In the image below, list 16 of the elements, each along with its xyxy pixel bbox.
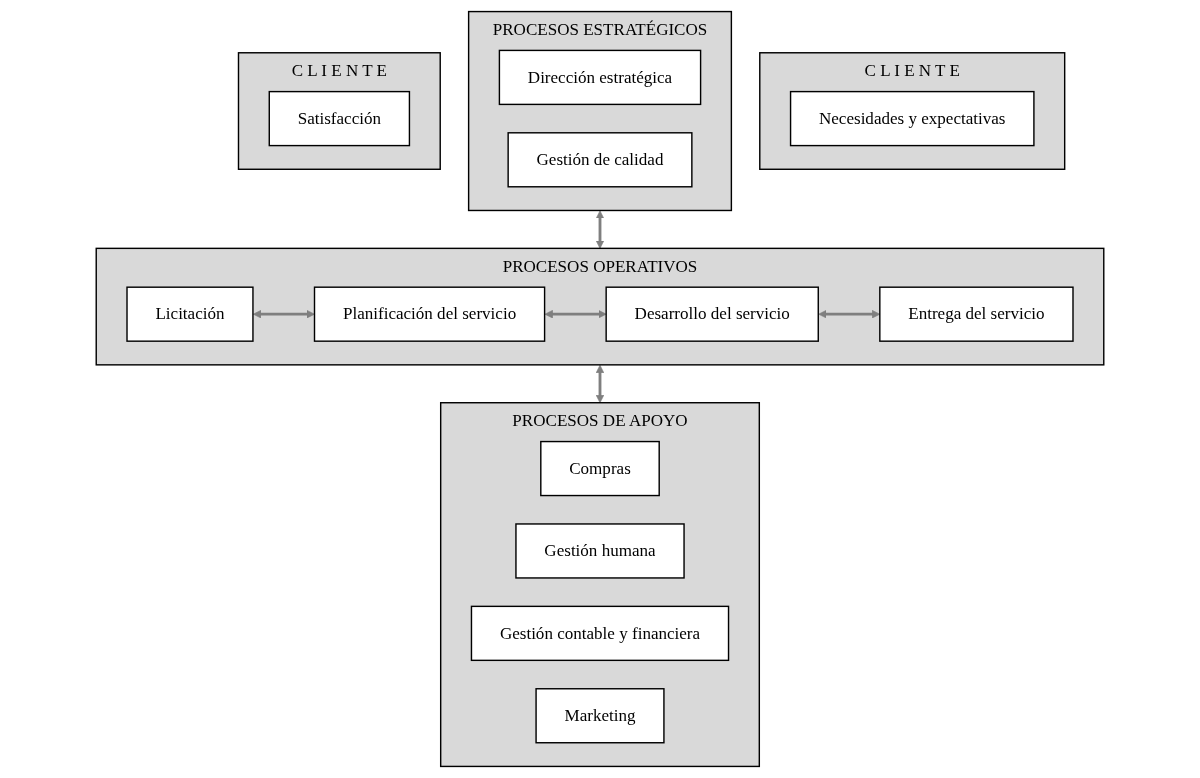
node-box: Gestión de calidad: [507, 132, 693, 188]
node-box: Gestión contable y financiera: [470, 605, 730, 662]
node-box: Satisfacción: [268, 90, 411, 147]
arrow: [595, 210, 605, 249]
node-box: Compras: [540, 440, 660, 497]
node-box: Desarrollo del servicio: [605, 286, 819, 342]
arrow: [252, 310, 315, 319]
node-box: Gestión humana: [515, 523, 685, 579]
node-box: Dirección estratégica: [498, 49, 702, 106]
node-box: Licitación: [126, 286, 254, 342]
node-box: Marketing: [535, 688, 665, 744]
node-box: Entrega del servicio: [879, 286, 1074, 342]
node-box: Necesidades y expectativas: [789, 90, 1035, 147]
arrow: [595, 364, 605, 404]
node-box: Planificación del servicio: [313, 286, 546, 342]
arrow: [544, 310, 607, 319]
